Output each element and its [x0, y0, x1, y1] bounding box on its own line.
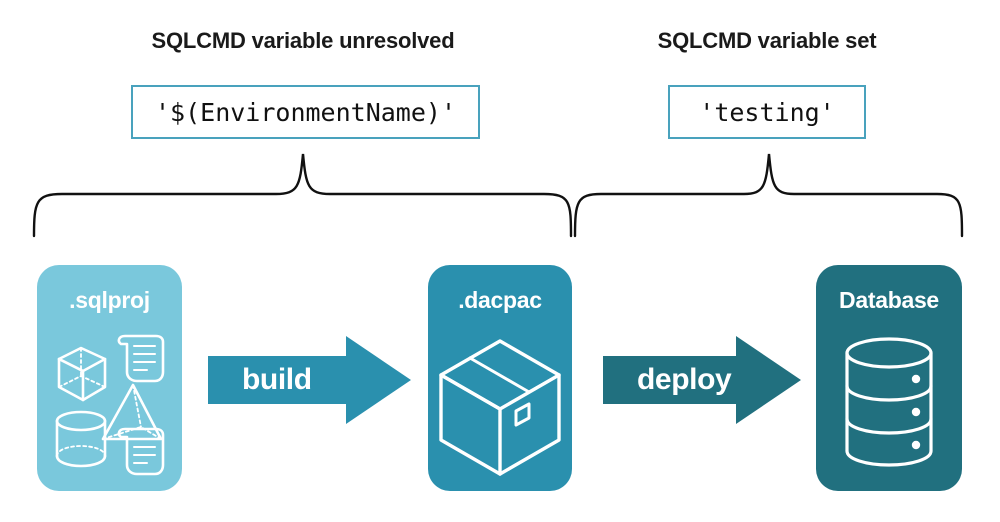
database-artwork: [845, 337, 933, 467]
heading-sqlcmd-variable-set: SQLCMD variable set: [657, 28, 877, 53]
arrow-build-label: build: [242, 363, 312, 396]
stage-box-dacpac[interactable]: .dacpac: [428, 265, 572, 491]
cylinder-icon: [55, 410, 107, 468]
stage-label-database: Database: [839, 287, 939, 313]
stage-label-sqlproj: .sqlproj: [69, 287, 150, 313]
arrow-deploy-label: deploy: [637, 363, 732, 396]
package-box-icon: [439, 339, 561, 476]
arrow-deploy: deploy: [603, 334, 801, 426]
left-brace-icon: [32, 153, 573, 238]
code-value-box-resolved: 'testing': [668, 85, 866, 139]
sqlproj-artwork: [55, 334, 165, 476]
database-status-dots: [911, 374, 921, 450]
stage-box-database[interactable]: Database: [816, 265, 962, 491]
stage-box-sqlproj[interactable]: .sqlproj: [37, 265, 182, 491]
arrow-deploy-shape: [603, 336, 801, 424]
code-value-box-unresolved: '$(EnvironmentName)': [131, 85, 480, 139]
database-cylinder-icon: [845, 337, 933, 467]
right-brace-icon: [573, 153, 964, 238]
arrow-build-shape: [208, 336, 411, 424]
scroll-icon-top: [117, 334, 165, 383]
stage-label-dacpac: .dacpac: [458, 287, 542, 313]
cube-icon: [57, 346, 107, 402]
dacpac-artwork: [439, 339, 561, 476]
pyramid-icon: [101, 383, 163, 441]
scroll-icon-bottom: [117, 427, 165, 476]
heading-sqlcmd-variable-unresolved: SQLCMD variable unresolved: [151, 28, 455, 53]
arrow-build: build: [208, 334, 411, 426]
